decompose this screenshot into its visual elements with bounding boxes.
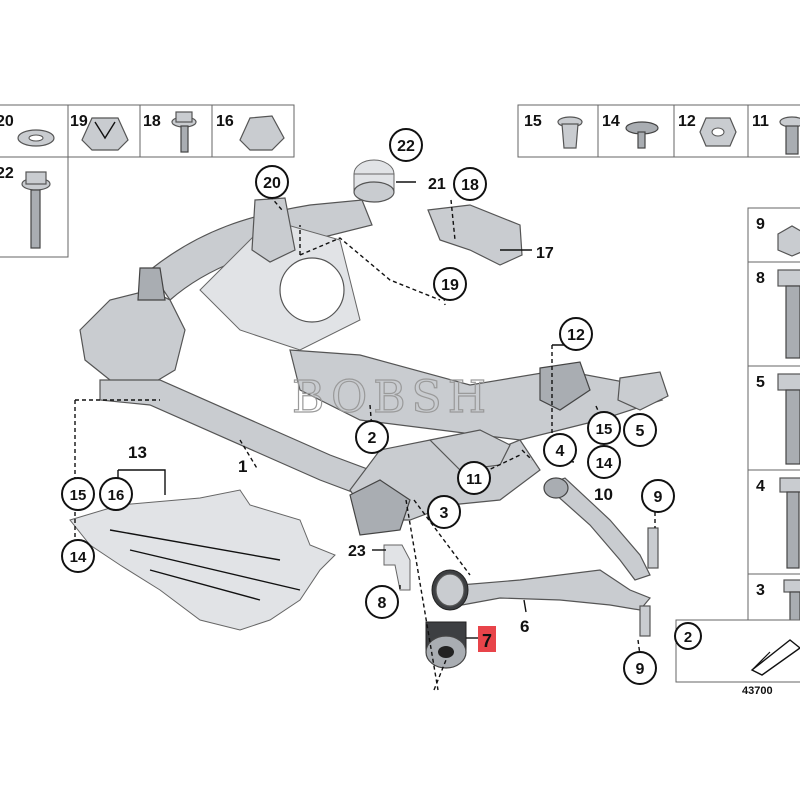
cell-label: 18	[143, 113, 161, 130]
svg-text:8: 8	[378, 595, 387, 612]
clip-nut-icon	[81, 117, 129, 151]
cell-label: 11	[752, 113, 769, 130]
callout-18: 18	[453, 167, 487, 201]
callout-22: 22	[389, 128, 423, 162]
callout-3: 3	[427, 495, 461, 529]
diagram-number: 43700	[742, 685, 773, 697]
top-right-parts-table: 15 14 12 11	[517, 104, 800, 158]
callout-5: 5	[623, 413, 657, 447]
callout-13: 13	[128, 443, 147, 462]
svg-text:14: 14	[596, 455, 613, 472]
cell-label: 3	[756, 582, 765, 599]
callout-12: 12	[559, 317, 593, 351]
nut-icon	[777, 225, 800, 257]
right-parts-column: 9 8 5 4 3	[747, 207, 800, 627]
bolt-icon	[777, 269, 800, 359]
bolt-icon	[783, 579, 800, 623]
svg-text:19: 19	[441, 277, 459, 294]
svg-text:18: 18	[461, 177, 479, 194]
wishbone-arm	[431, 569, 651, 637]
cell-label: 4	[756, 478, 765, 495]
cell-label: 14	[602, 113, 620, 130]
arrow-icon	[750, 639, 800, 676]
svg-text:9: 9	[654, 489, 663, 506]
cell-label: 22	[0, 165, 14, 182]
watermark: BOBSH	[292, 372, 492, 423]
hex-nut-icon	[699, 117, 737, 147]
callout-2-inset: 2	[674, 622, 702, 650]
callout-20: 20	[255, 165, 289, 199]
svg-text:22: 22	[397, 138, 415, 155]
plastic-rivet-icon	[625, 121, 659, 149]
callout-2: 2	[355, 420, 389, 454]
callout-21: 21	[428, 176, 446, 193]
cell-label: 8	[756, 270, 765, 287]
svg-text:9: 9	[636, 661, 645, 678]
cell-label: 16	[216, 113, 234, 130]
callout-23: 23	[348, 543, 366, 560]
heat-shield	[427, 204, 523, 266]
subframe-mount-bushing	[353, 159, 395, 203]
leader-lines	[74, 181, 656, 691]
long-bolt-icon	[21, 171, 51, 249]
bolt-icon	[777, 373, 800, 465]
svg-text:5: 5	[636, 423, 645, 440]
spring-clip-icon	[239, 115, 285, 151]
top-left-parts-table: 20 19 18 16 22	[0, 104, 295, 258]
callout-15-right: 15	[587, 411, 621, 445]
callout-1: 1	[238, 457, 247, 476]
callout-16: 16	[99, 477, 133, 511]
cell-label: 9	[756, 216, 765, 233]
callout-15-left: 15	[61, 477, 95, 511]
svg-text:15: 15	[596, 421, 613, 438]
callout-6: 6	[520, 617, 529, 636]
expanding-nut-icon	[557, 116, 583, 149]
svg-text:14: 14	[70, 549, 87, 566]
bolt-icon	[779, 116, 800, 155]
cell-label: 15	[524, 113, 542, 130]
cell-label: 20	[0, 113, 14, 130]
cell-label: 19	[70, 113, 88, 130]
svg-text:16: 16	[108, 487, 125, 504]
callout-8: 8	[365, 585, 399, 619]
callouts: 22 21 20 18 17 19 12 2 1 13 15 16 14 15 …	[61, 128, 702, 685]
svg-text:11: 11	[466, 471, 482, 488]
underbody-shield	[69, 489, 336, 631]
callout-9-lower: 9	[623, 651, 657, 685]
support-bracket	[383, 544, 411, 591]
front-axle-subframe	[79, 197, 669, 536]
svg-text:7: 7	[482, 631, 492, 651]
callout-14-right: 14	[587, 445, 621, 479]
svg-text:20: 20	[263, 175, 281, 192]
svg-text:12: 12	[567, 327, 585, 344]
svg-text:2: 2	[368, 430, 377, 447]
cell-label: 5	[756, 374, 765, 391]
callout-4: 4	[543, 433, 577, 467]
bolt-icon	[779, 477, 800, 569]
tension-strut	[543, 477, 659, 581]
callout-17: 17	[536, 245, 554, 262]
svg-text:4: 4	[556, 443, 565, 460]
callout-19: 19	[433, 267, 467, 301]
flange-bolt-icon	[171, 111, 197, 153]
callout-14-left: 14	[61, 539, 95, 573]
svg-text:2: 2	[684, 629, 692, 646]
callout-9-upper: 9	[641, 479, 675, 513]
svg-text:3: 3	[440, 505, 449, 522]
callout-11: 11	[457, 461, 491, 495]
callout-10: 10	[594, 485, 613, 504]
callout-7-highlighted: 7	[478, 626, 496, 652]
cell-label: 12	[678, 113, 696, 130]
rubber-bushing	[425, 621, 467, 669]
svg-text:15: 15	[70, 487, 87, 504]
